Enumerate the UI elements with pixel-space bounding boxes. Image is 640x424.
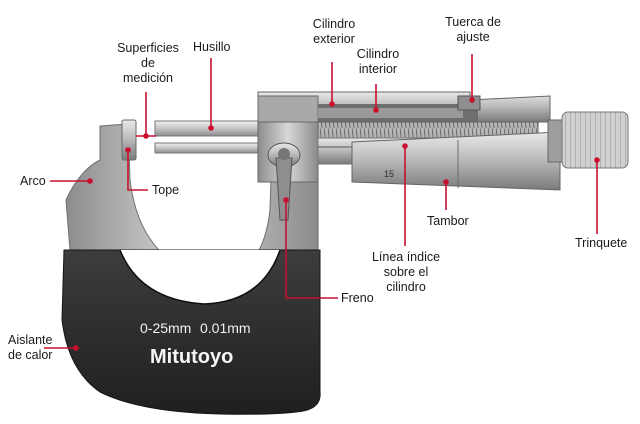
label-superficies: Superficies de medición (117, 41, 179, 85)
spindle-husillo (154, 120, 261, 154)
label-aislante: Aislante de calor (8, 333, 53, 362)
brand-logo: Mitutoyo (150, 346, 233, 368)
thimble-number: 15 (384, 169, 394, 179)
label-linea-indice: Línea índice sobre el cilindro (371, 250, 441, 294)
label-husillo: Husillo (193, 40, 231, 54)
ratchet-trinquete (547, 111, 629, 169)
leader-tope (127, 150, 148, 191)
label-cilindro-exterior: Cilindro exterior (312, 17, 356, 46)
leader-lines (44, 54, 600, 351)
resolution-marking: 0.01mm (200, 320, 251, 336)
label-tuerca: Tuerca de ajuste (445, 15, 501, 44)
label-trinquete: Trinquete (575, 236, 628, 250)
anvil-tope (121, 119, 137, 161)
heat-insulator: 0-25mm 0.01mm Mitutoyo (61, 249, 321, 415)
leader-freno (285, 200, 338, 299)
label-arco: Arco (20, 174, 46, 188)
thimble-tambor: 15 (351, 131, 561, 191)
label-tope: Tope (152, 183, 180, 197)
label-freno: Freno (341, 291, 374, 305)
lock-freno (267, 142, 301, 221)
range-marking: 0-25mm (140, 320, 191, 336)
label-cilindro-interior: Cilindro interior (356, 47, 400, 76)
label-tambor: Tambor (427, 214, 469, 228)
